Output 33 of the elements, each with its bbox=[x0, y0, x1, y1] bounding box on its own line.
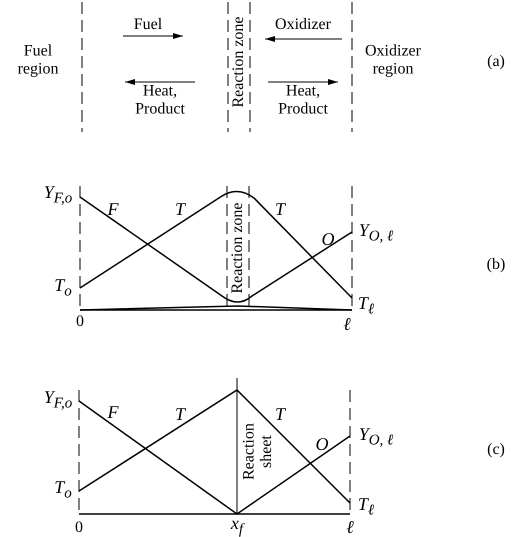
tick-label: 0 bbox=[75, 519, 83, 537]
flow-label: Fuel bbox=[134, 16, 162, 34]
axis-value-label: T$_{ℓ}$ bbox=[358, 294, 374, 318]
axis-value-label: Y$_{O, ℓ}$ bbox=[358, 424, 394, 450]
axis-value-label: Y$_{F,o}$ bbox=[44, 388, 72, 412]
zone-label: Reaction zone bbox=[230, 16, 248, 108]
zone-label: Reaction zone bbox=[229, 202, 247, 294]
tick-label: 0 bbox=[76, 313, 84, 331]
zone-label: Reaction sheet bbox=[240, 422, 276, 482]
axis-value-label: Y$_{O, ℓ}$ bbox=[358, 220, 394, 246]
tick-label: x$_{f}$ bbox=[230, 514, 244, 537]
curve-label: T bbox=[275, 405, 285, 425]
panel-label: (a) bbox=[487, 53, 505, 71]
axis-value-label: Y$_{F,o}$ bbox=[44, 182, 72, 208]
region-label: Oxidizer region bbox=[364, 42, 422, 78]
tick-label: ℓ bbox=[343, 315, 351, 335]
panel-label: (c) bbox=[487, 441, 505, 459]
flow-label: Oxidizer bbox=[275, 16, 331, 34]
curve-label: O bbox=[322, 230, 334, 250]
panel-label: (b) bbox=[486, 256, 506, 274]
curve-label: F bbox=[108, 200, 118, 220]
curve-label: T bbox=[175, 405, 185, 425]
axis-value-label: T$_{o}$ bbox=[54, 276, 72, 300]
curve-label: O bbox=[316, 435, 328, 455]
flow-label: Heat, Product bbox=[277, 82, 329, 118]
curve-label: T bbox=[175, 200, 185, 220]
tick-label: ℓ bbox=[346, 518, 354, 537]
flow-label: Heat, Product bbox=[134, 82, 186, 118]
axis-value-label: T$_{o}$ bbox=[54, 478, 72, 502]
region-label: Fuel region bbox=[16, 42, 60, 78]
axis-value-label: T$_{ℓ}$ bbox=[358, 494, 374, 520]
curve-label: T bbox=[275, 200, 285, 220]
curve-label: F bbox=[108, 403, 118, 423]
